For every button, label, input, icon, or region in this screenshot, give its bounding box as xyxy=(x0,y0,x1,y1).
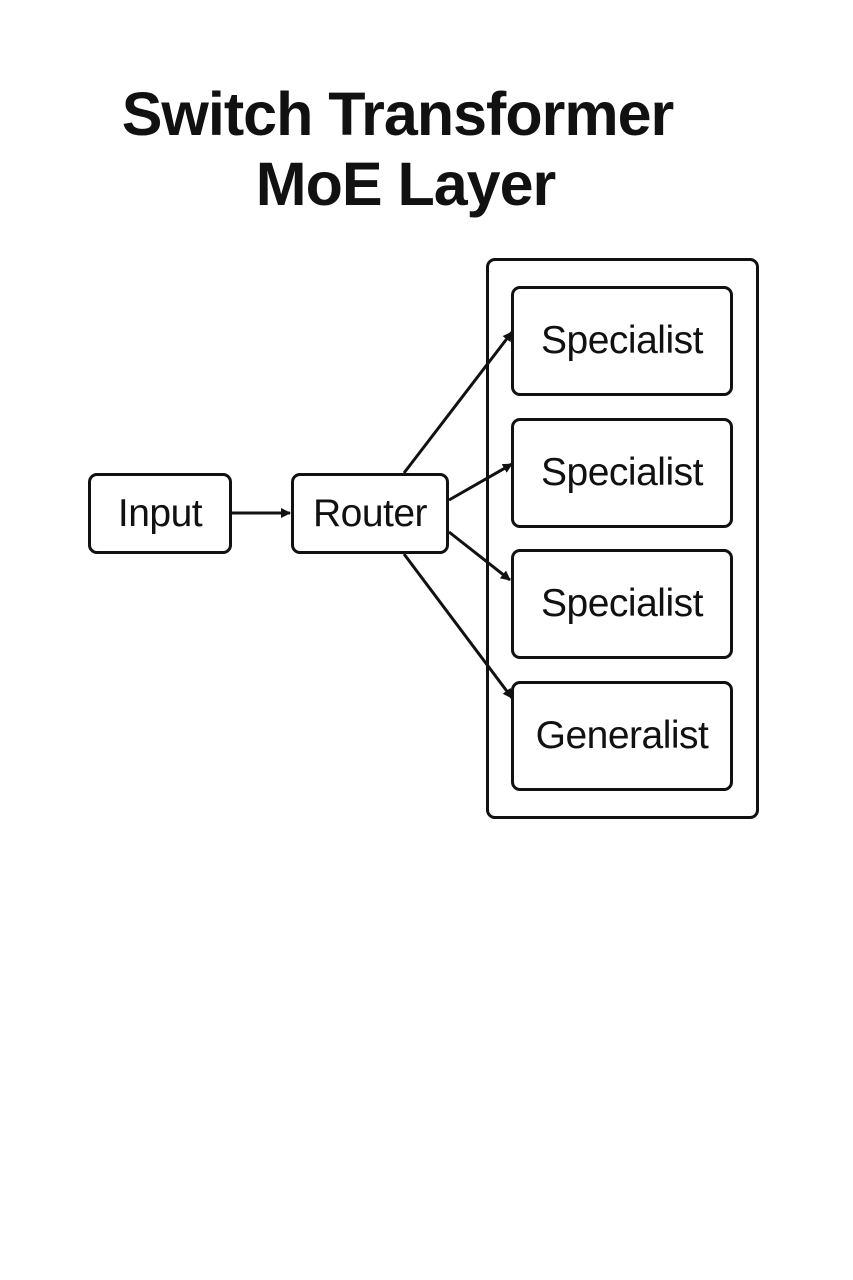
diagram-title-line2: MoE Layer xyxy=(255,150,557,218)
arrow-router-to-specialist-3 xyxy=(448,530,511,582)
router-node: Router xyxy=(291,473,449,554)
router-node-label: Router xyxy=(312,491,428,535)
experts-container xyxy=(486,258,759,819)
expert-label: Generalist xyxy=(535,714,709,757)
expert-box-specialist-2: Specialist xyxy=(511,418,733,528)
arrow-router-to-generalist xyxy=(402,553,514,699)
expert-label: Specialist xyxy=(541,319,703,362)
expert-label: Specialist xyxy=(541,451,703,494)
input-node-label: Input xyxy=(117,491,203,535)
expert-box-specialist-1: Specialist xyxy=(511,286,733,396)
arrow-router-to-specialist-2 xyxy=(448,462,513,502)
expert-label: Specialist xyxy=(541,582,703,625)
arrow-router-to-specialist-1 xyxy=(402,331,514,474)
expert-box-specialist-3: Specialist xyxy=(511,549,733,659)
input-node: Input xyxy=(88,473,232,554)
expert-box-generalist: Generalist xyxy=(511,681,733,791)
diagram-title-line1: Switch Transformer xyxy=(121,80,675,148)
